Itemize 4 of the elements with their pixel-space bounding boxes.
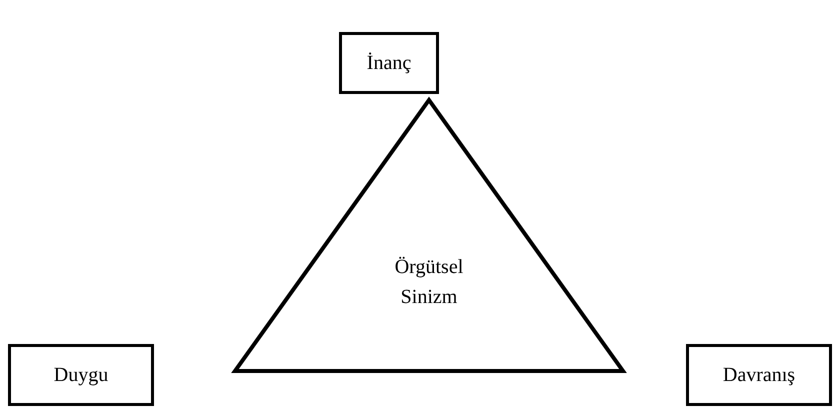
concept-box: İnanç (339, 32, 439, 94)
triangle-label: Örgütsel Sinizm (394, 255, 464, 310)
concept-box: Davranış (686, 344, 832, 406)
concept-box: Duygu (8, 344, 154, 406)
